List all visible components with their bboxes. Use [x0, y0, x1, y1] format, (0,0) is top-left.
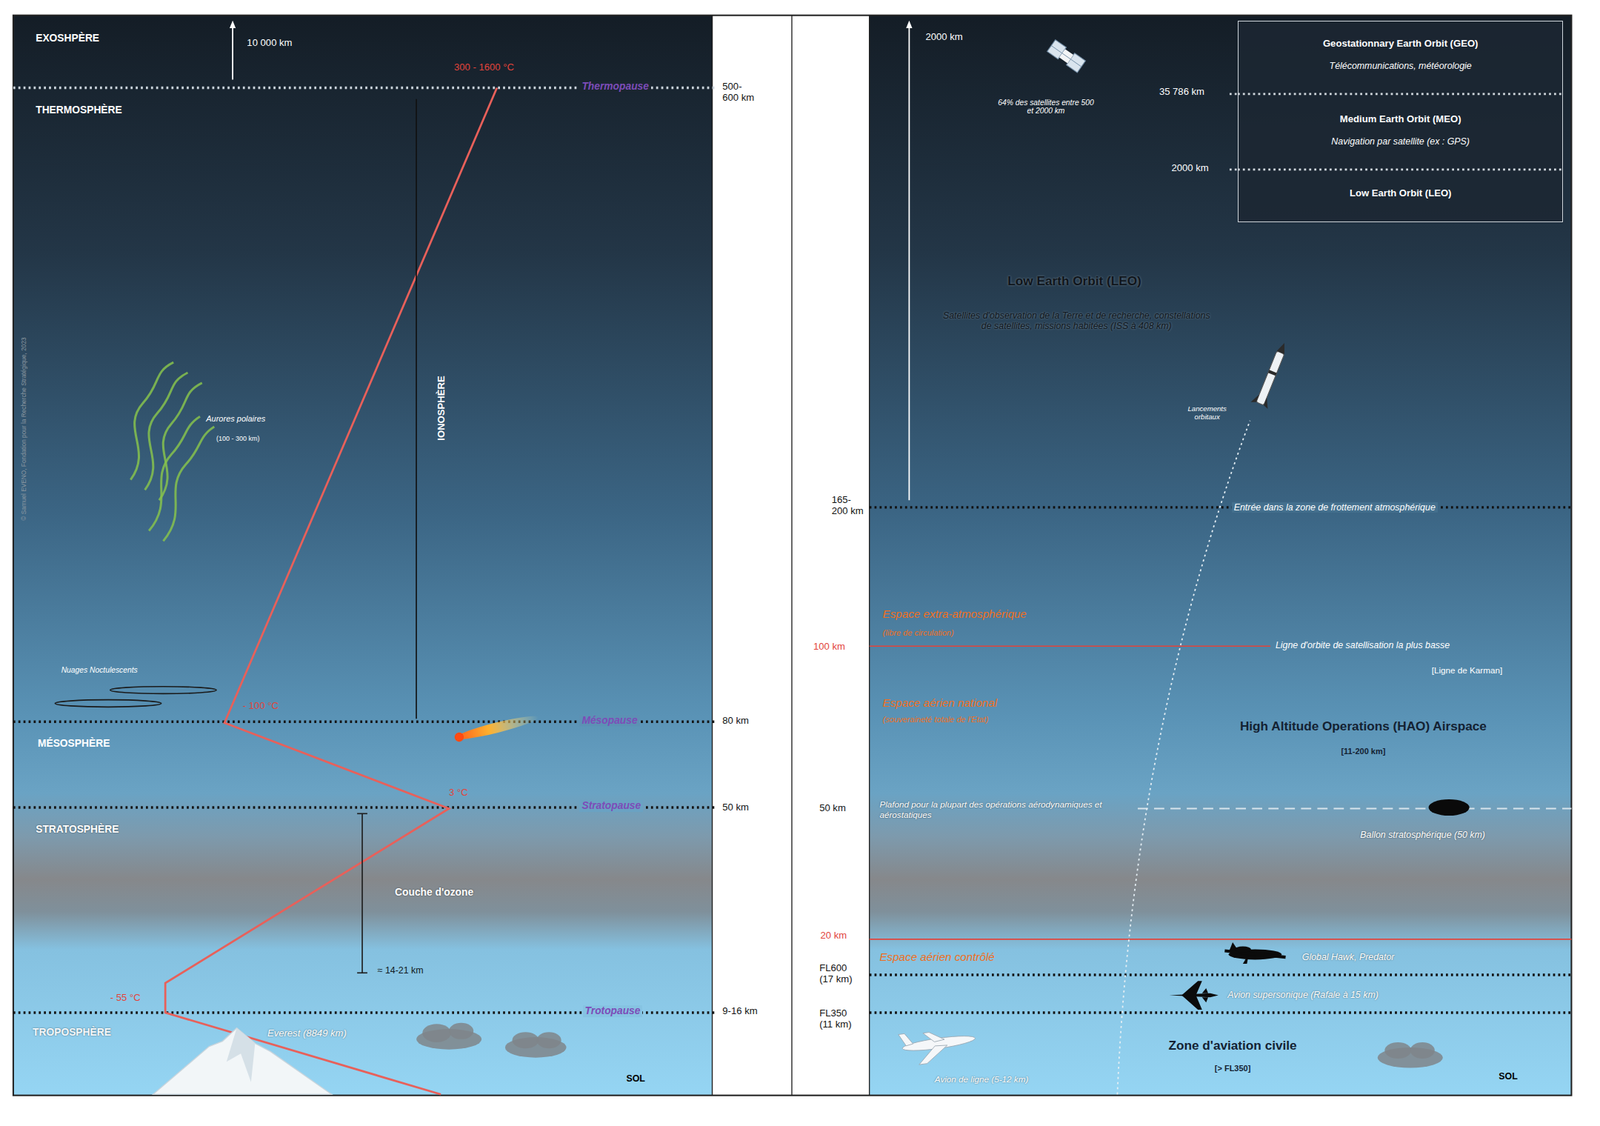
annotation-label: Espace aérien national	[882, 696, 998, 709]
annotation-label: - 55 °C	[110, 992, 141, 1004]
annotation-label: 100 km	[813, 641, 846, 653]
annotation-label: (100 - 300 km)	[216, 434, 260, 443]
annotation-label: Lancements orbitaux	[1175, 403, 1239, 420]
annotation-label: © Samuel EVENO, Fondation pour la Recher…	[20, 337, 29, 520]
annotation-label: 500- 600 km	[722, 80, 760, 103]
annotation-label: 50 km	[819, 802, 846, 814]
annotation-label: Avion de ligne (5-12 km)	[934, 1074, 1029, 1085]
annotation-label: Plafond pour la plupart des opérations a…	[879, 799, 1135, 820]
annotation-label: FL600 (17 km)	[819, 962, 860, 985]
orbit-text: Télécommunications, météorologie	[1329, 60, 1472, 72]
annotation-label: 3 °C	[448, 787, 469, 799]
annotation-label: 300 - 1600 °C	[454, 61, 515, 73]
annotation-label: 20 km	[820, 930, 848, 942]
annotation-label: ≈ 14-21 km	[377, 965, 424, 976]
orbit-text: Low Earth Orbit (LEO)	[1349, 188, 1452, 200]
annotation-label: Ballon stratosphérique (50 km)	[1360, 829, 1486, 840]
annotation-label: STRATOSPHÈRE	[35, 823, 119, 836]
orbit-legend-box: Geostationnary Earth Orbit (GEO) Télécomm…	[1237, 20, 1563, 223]
annotation-label: Global Hawk, Predator	[1302, 951, 1395, 963]
annotation-label: MÉSOSPHÈRE	[37, 737, 110, 750]
annotation-label: (souveraineté totale de l'Etat)	[882, 714, 989, 725]
annotation-label: 9-16 km	[722, 1005, 758, 1018]
annotation-label: Espace extra-atmosphérique	[882, 608, 1027, 621]
annotation-label: IONOSPHÈRE	[436, 375, 448, 440]
annotation-label: 2000 km	[1171, 162, 1209, 175]
annotation-label: Mésopause	[579, 714, 640, 727]
orbit-text: Navigation par satellite (ex : GPS)	[1331, 136, 1470, 147]
annotation-label: Avion supersonique (Rafale à 15 km)	[1227, 989, 1379, 1000]
annotation-label: SOL	[625, 1073, 645, 1084]
annotation-label: Entrée dans la zone de frottement atmosp…	[1231, 502, 1438, 513]
annotation-label: Espace aérien contrôlé	[879, 950, 995, 963]
annotation-label: 10 000 km	[246, 37, 292, 49]
annotation-label: EXOSHPÈRE	[35, 32, 100, 45]
annotation-label: Zone d'aviation civile	[1168, 1038, 1298, 1054]
annotation-label: TROPOSPHÈRE	[32, 1026, 112, 1039]
annotation-label: - 100 °C	[242, 700, 279, 712]
annotation-label: Aurores polaires	[205, 413, 266, 423]
orbit-text: Medium Earth Orbit (MEO)	[1340, 113, 1462, 125]
annotation-label: 35 786 km	[1159, 85, 1205, 98]
annotation-label: Ligne d'orbite de satellisation la plus …	[1275, 639, 1450, 650]
annotation-label: Couche d'ozone	[394, 886, 474, 899]
annotation-label: High Altitude Operations (HAO) Airspace	[1240, 719, 1487, 735]
orbit-text: Geostationnary Earth Orbit (GEO)	[1322, 37, 1479, 49]
annotation-label: Thermopause	[579, 80, 651, 93]
annotation-label: Stratopause	[579, 800, 643, 812]
annotation-label: [> FL350]	[1214, 1063, 1252, 1074]
annotation-label: Satellites d'observation de la Terre et …	[942, 309, 1211, 332]
annotation-label: 64% des satellites entre 500 et 2000 km	[997, 98, 1095, 117]
annotation-label: FL350 (11 km)	[819, 1007, 860, 1030]
annotation-label: 165- 200 km	[831, 494, 869, 517]
annotation-label: (libre de circulation)	[882, 628, 955, 638]
annotation-label: 50 km	[722, 801, 749, 813]
annotation-label: THERMOSPHÈRE	[35, 104, 123, 117]
annotation-label: SOL	[1498, 1071, 1518, 1082]
annotation-label: 2000 km	[925, 31, 963, 43]
annotation-label: Low Earth Orbit (LEO)	[1007, 274, 1141, 289]
annotation-label: Trotopause	[582, 1005, 643, 1018]
annotation-label: Everest (8849 km)	[267, 1028, 347, 1040]
annotation-label: 80 km	[722, 714, 749, 726]
annotation-label: Nuages Noctulescents	[61, 665, 138, 675]
annotation-label: [11-200 km]	[1340, 746, 1386, 757]
annotation-label: [Ligne de Karman]	[1431, 665, 1503, 675]
